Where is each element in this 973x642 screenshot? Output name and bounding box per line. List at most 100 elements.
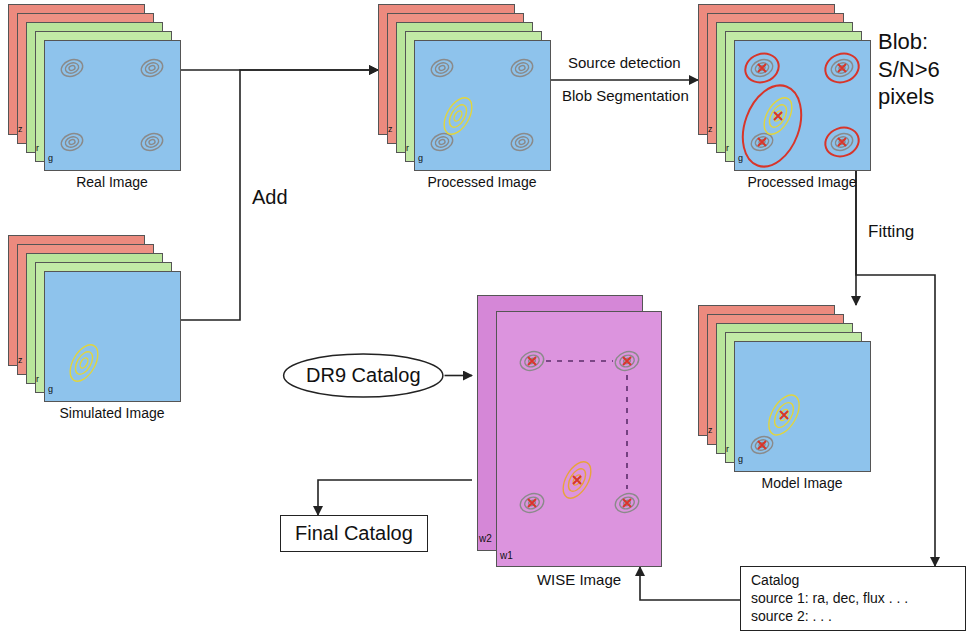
contour-ring (429, 57, 455, 80)
source-contour (438, 93, 477, 139)
band-letter: g (48, 385, 53, 394)
band-letter: z (18, 356, 23, 365)
flow-arrow (318, 480, 472, 515)
contour-ring (434, 61, 450, 75)
flow-arrow (445, 375, 472, 377)
band-letter: w2 (479, 534, 492, 544)
band-letter: r (36, 144, 39, 153)
box-heading: Catalog (751, 571, 955, 589)
contour-ring (829, 57, 855, 80)
contour-ring (518, 490, 547, 515)
source-contour (139, 57, 165, 80)
flow-arrow (640, 567, 740, 600)
contour-ring (139, 131, 165, 154)
blob-outline (741, 49, 783, 87)
fit-mark (573, 476, 581, 484)
band-letter: g (48, 154, 53, 163)
contour-ring (838, 65, 845, 71)
blob-outline (821, 49, 863, 87)
fit-mark (838, 64, 846, 72)
contour-ring (139, 57, 165, 80)
contour-ring (623, 357, 631, 364)
band-letter: z (18, 125, 23, 134)
contour-ring (528, 499, 536, 506)
contour-ring (453, 110, 464, 123)
contour-ring (59, 131, 85, 154)
contour-ring (758, 93, 797, 139)
contour-ring (829, 131, 855, 154)
wise-illustration (472, 295, 662, 567)
node-label: Simulated Image (59, 405, 164, 421)
source-contour (829, 131, 855, 154)
node-label: source 2: . . . (751, 607, 955, 625)
catalog-ellipse: DR9 Catalog (282, 352, 445, 399)
contour-ring (763, 390, 806, 440)
contour-ring (623, 499, 631, 506)
contour-ring (749, 434, 775, 457)
card-content (732, 49, 862, 175)
node-label: Final Catalog (295, 522, 413, 545)
stack-illustration (378, 4, 550, 170)
source-contour (758, 93, 797, 139)
contour-ring (518, 139, 525, 145)
edge-label: Add (250, 186, 290, 209)
final-catalog-box: Final Catalog (280, 515, 428, 552)
contour-ring (758, 442, 765, 448)
contour-ring (64, 340, 103, 386)
source-contour (59, 131, 85, 154)
fit-mark (528, 499, 536, 507)
source-contour (829, 57, 855, 80)
contour-ring (618, 353, 636, 369)
card-content (429, 57, 535, 154)
image-stack: Simulated Image (8, 235, 180, 401)
contour-ring (618, 495, 636, 511)
stack-illustration (8, 235, 180, 401)
source-contour (557, 457, 596, 503)
edge-label: Source detection (566, 54, 683, 71)
contour-ring (144, 61, 160, 75)
contour-ring (438, 139, 445, 145)
contour-ring (518, 348, 547, 373)
image-stack: Processed Image (378, 4, 550, 170)
contour-ring (518, 65, 525, 71)
contour-ring (514, 135, 530, 149)
source-contour (518, 348, 547, 373)
band-letter: r (726, 144, 729, 153)
band-letter: w1 (500, 551, 513, 561)
contour-ring (59, 57, 85, 80)
fit-mark (528, 357, 536, 365)
source-contour (429, 57, 455, 80)
contour-ring (523, 353, 541, 369)
contour-ring (446, 102, 470, 130)
blob-note: Blob: S/N>6 pixels (878, 28, 968, 111)
node-label: source 1: ra, dec, flux . . . (751, 589, 955, 607)
catalog-box: Catalogsource 1: ra, dec, flux . . .sour… (740, 566, 966, 631)
contour-ring (773, 110, 784, 123)
band-letter: z (388, 125, 393, 134)
image-stack: Model Image (698, 305, 870, 471)
stack-illustration (698, 305, 870, 471)
fit-mark (758, 138, 766, 146)
contour-ring (766, 102, 790, 130)
band-letter: r (36, 375, 39, 384)
image-stack: Processed Image (698, 4, 870, 170)
fit-mark (838, 138, 846, 146)
contour-ring (528, 357, 536, 364)
contour-ring (68, 65, 75, 71)
card-content (749, 390, 805, 456)
edge-label: Fitting (866, 222, 916, 242)
contour-ring (72, 349, 96, 377)
contour-ring (514, 61, 530, 75)
band-card (45, 41, 181, 171)
contour-ring (79, 357, 90, 370)
node-label: Processed Image (428, 174, 537, 190)
source-contour (139, 131, 165, 154)
band-card (415, 41, 551, 171)
source-contour (613, 490, 642, 515)
stack-illustration (698, 4, 870, 170)
contour-ring (754, 135, 770, 149)
band-letter: z (708, 426, 713, 435)
contour-ring (565, 466, 589, 494)
catalog-outline (284, 354, 443, 397)
